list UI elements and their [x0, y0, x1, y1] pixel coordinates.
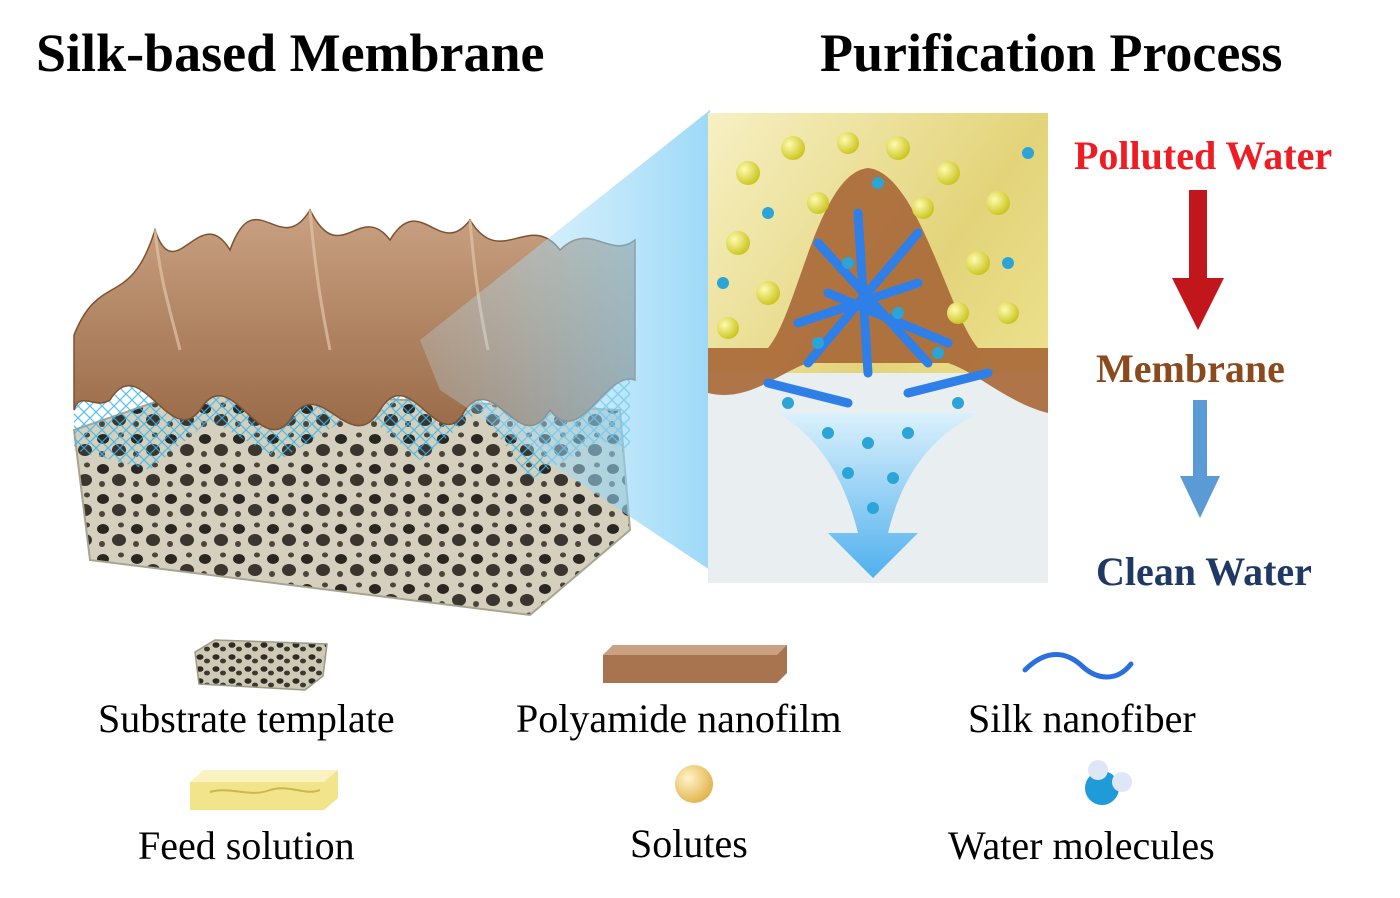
clean-water-label: Clean Water [1096, 549, 1312, 594]
solute-icon [675, 765, 713, 803]
legend-label-silk: Silk nanofiber [968, 696, 1196, 741]
down-arrow-red-icon [1172, 190, 1224, 330]
down-arrow-blue-icon [1180, 400, 1220, 518]
polluted-water-label: Polluted Water [1074, 133, 1333, 178]
legend-label-feed: Feed solution [138, 823, 355, 868]
substrate-template-icon [194, 639, 328, 691]
membrane-label: Membrane [1096, 346, 1285, 391]
legend-label-water: Water molecules [948, 823, 1215, 868]
purification-panel [708, 113, 1048, 583]
legend-label-substrate: Substrate template [98, 696, 395, 741]
water-molecule-icon [1085, 760, 1132, 805]
legend-label-polyamide: Polyamide nanofilm [516, 696, 842, 741]
title-silk-membrane: Silk-based Membrane [36, 23, 545, 83]
legend-label-solutes: Solutes [630, 821, 748, 866]
title-purification-process: Purification Process [820, 23, 1283, 83]
silk-nanofiber-icon [1022, 652, 1134, 680]
polyamide-nanofilm-icon [603, 645, 787, 683]
zoom-beam [420, 110, 710, 570]
feed-solution-icon [190, 770, 338, 810]
